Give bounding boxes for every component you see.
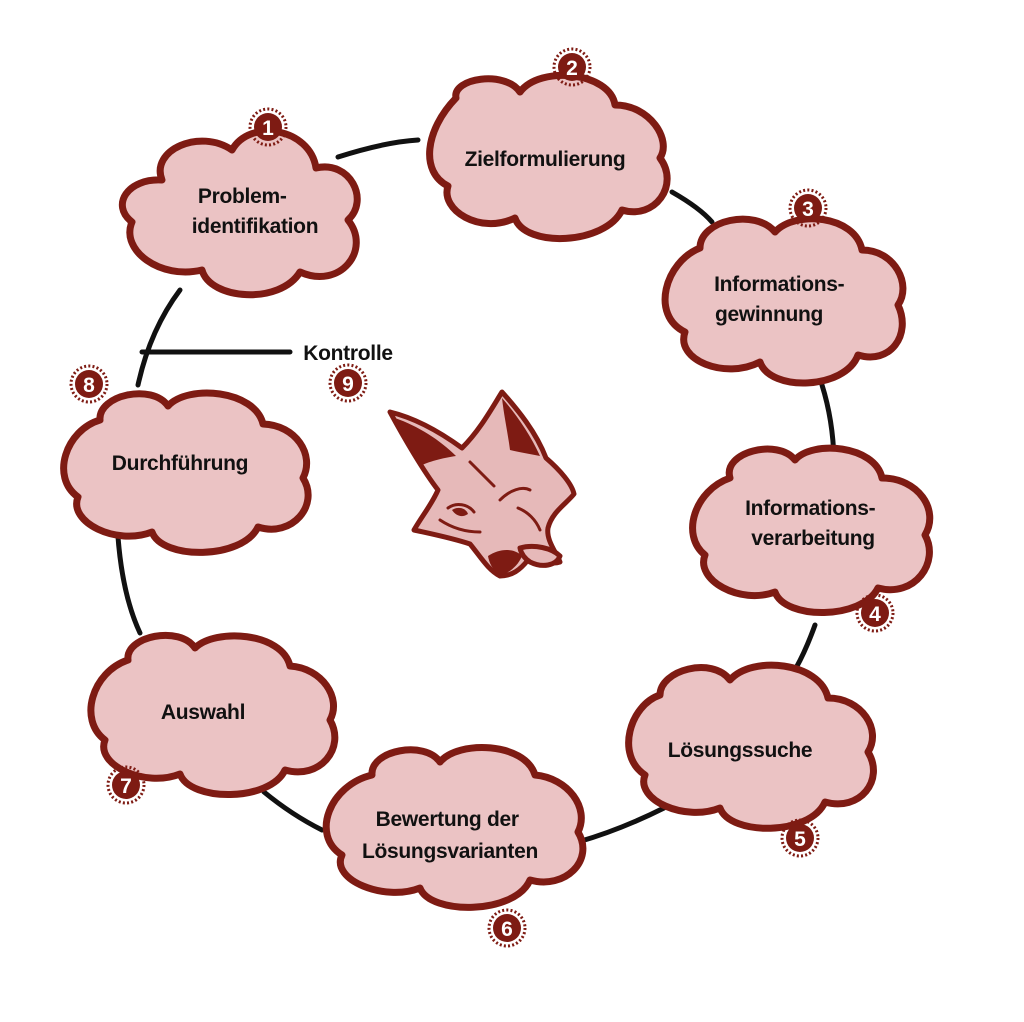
badge-step-1-number: 1 xyxy=(262,117,274,140)
badge-step-6-number: 6 xyxy=(501,918,513,941)
control-label: Kontrolle xyxy=(303,342,392,365)
badge-step-2: 2 xyxy=(552,47,592,87)
step-5-line-1: Lösungssuche xyxy=(668,739,813,762)
connector-4-5 xyxy=(793,622,818,671)
step-8-line-1: Durchführung xyxy=(112,452,248,475)
step-6-line-2: Lösungsvarianten xyxy=(362,840,538,863)
step-8-label: Durchführung xyxy=(112,452,248,475)
badge-step-4-number: 4 xyxy=(869,603,881,626)
badge-control: 9 xyxy=(328,363,368,403)
badge-step-3: 3 xyxy=(788,188,828,228)
step-2-label: Zielformulierung xyxy=(465,148,626,171)
step-badges: 1 2 3 4 5 6 7 xyxy=(69,47,895,948)
cloud-step-1 xyxy=(118,127,361,299)
badge-step-7: 7 xyxy=(106,765,146,805)
badge-step-8-number: 8 xyxy=(83,374,95,397)
cycle-connectors xyxy=(114,137,837,845)
step-labels: Problem- identifikation Zielformulierung… xyxy=(112,148,881,863)
fox-head-icon xyxy=(387,389,577,579)
step-2-line-1: Zielformulierung xyxy=(465,148,626,171)
cloud-step-6 xyxy=(322,744,587,911)
connector-1-2 xyxy=(335,137,421,160)
step-6-line-1: Bewertung der xyxy=(376,808,519,831)
badge-step-5-number: 5 xyxy=(794,828,806,851)
cloud-step-2 xyxy=(426,71,671,243)
control-label-text: Kontrolle xyxy=(303,342,392,365)
step-3-label: Informations- gewinnung xyxy=(714,273,850,326)
cloud-shapes xyxy=(60,71,934,911)
cloud-step-3 xyxy=(661,215,907,387)
cloud-step-8 xyxy=(60,389,312,556)
badge-control-number: 9 xyxy=(342,373,354,396)
badge-step-2-number: 2 xyxy=(566,57,578,80)
connector-6-7 xyxy=(261,789,325,833)
cloud-step-4 xyxy=(689,444,934,616)
cloud-step-7 xyxy=(87,631,339,798)
connector-5-6 xyxy=(575,805,667,845)
step-1-label: Problem- identifikation xyxy=(192,185,318,238)
badge-step-5: 5 xyxy=(780,818,820,858)
badge-step-4: 4 xyxy=(855,593,895,633)
step-7-label: Auswahl xyxy=(161,701,245,724)
connector-2-3 xyxy=(669,189,715,225)
badge-step-6: 6 xyxy=(487,908,527,948)
step-6-label: Bewertung der Lösungsvarianten xyxy=(362,808,538,863)
badge-step-1: 1 xyxy=(248,107,288,147)
step-5-label: Lösungssuche xyxy=(668,739,813,762)
step-1-line-2: identifikation xyxy=(192,215,318,238)
badge-step-3-number: 3 xyxy=(802,198,814,221)
step-3-line-2: gewinnung xyxy=(715,303,823,326)
step-1-line-1: Problem- xyxy=(198,185,287,208)
step-4-line-1: Informations- xyxy=(745,497,876,520)
badge-step-8: 8 xyxy=(69,364,109,404)
step-7-line-1: Auswahl xyxy=(161,701,245,724)
step-3-line-1: Informations- xyxy=(714,273,845,296)
cloud-step-5 xyxy=(625,661,877,832)
connector-8-1 xyxy=(135,287,183,388)
step-4-label: Informations- verarbeitung xyxy=(745,497,881,550)
step-4-line-2: verarbeitung xyxy=(751,527,875,550)
badge-step-7-number: 7 xyxy=(120,775,132,798)
